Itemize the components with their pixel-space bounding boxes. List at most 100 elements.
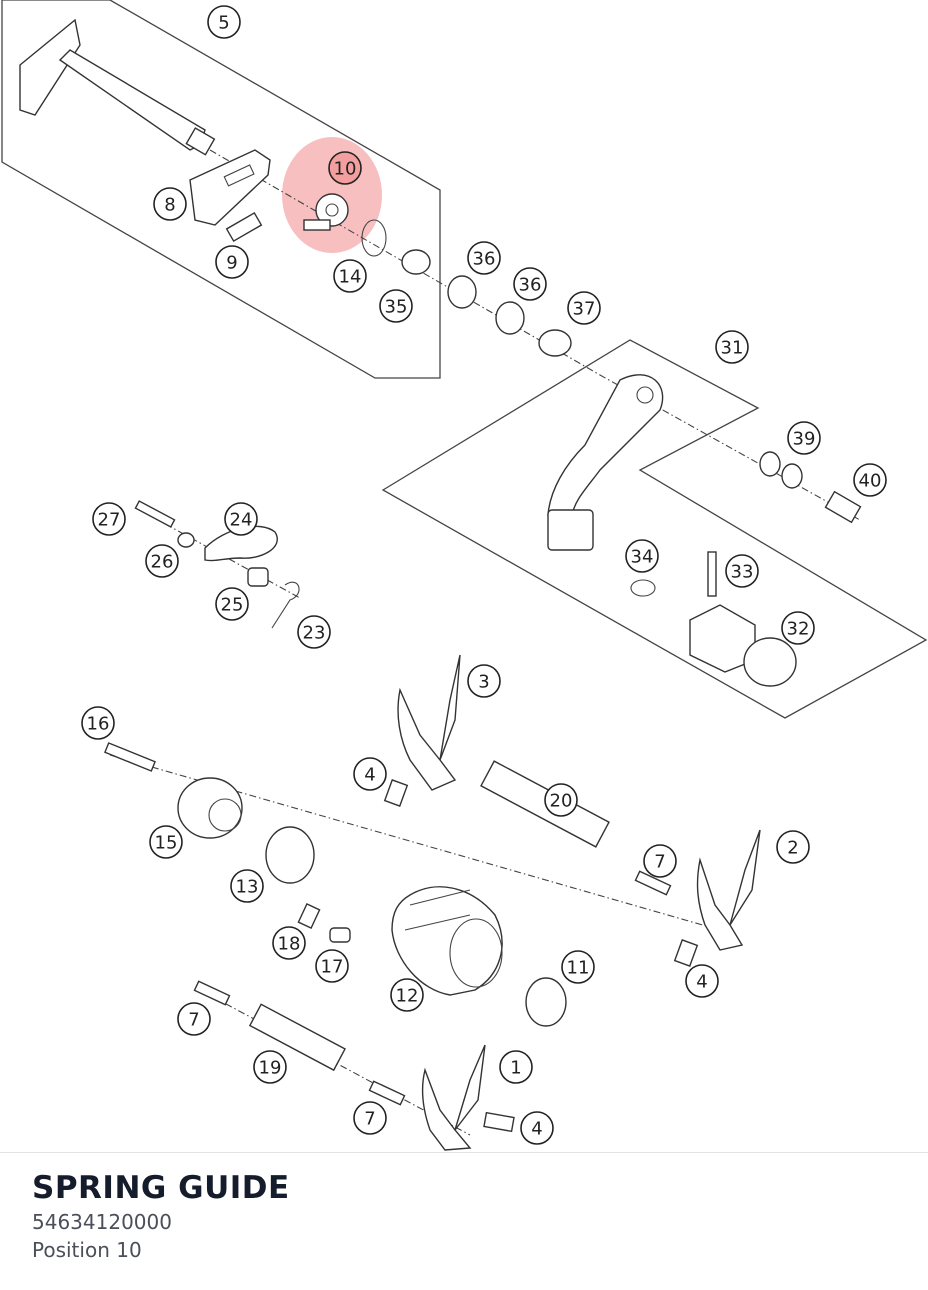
bushing-25 (247, 567, 269, 587)
washer-26 (177, 532, 195, 548)
callout-14[interactable]: 14 (333, 259, 367, 293)
callout-4[interactable]: 4 (520, 1111, 554, 1145)
footer-divider (0, 1152, 928, 1153)
callout-39[interactable]: 39 (787, 421, 821, 455)
callout-19[interactable]: 19 (253, 1050, 287, 1084)
spring-14 (361, 219, 387, 257)
callout-1[interactable]: 1 (499, 1050, 533, 1084)
callout-label: 5 (218, 13, 229, 34)
callout-label: 3 (478, 672, 489, 693)
callout-label: 14 (339, 267, 362, 288)
callout-25[interactable]: 25 (215, 587, 249, 621)
washer-39b (781, 463, 803, 489)
callout-label: 18 (278, 934, 301, 955)
callout-23[interactable]: 23 (297, 615, 331, 649)
bearing-36a (447, 275, 477, 309)
callout-label: 10 (334, 159, 357, 180)
callout-label: 37 (573, 299, 596, 320)
callout-37[interactable]: 37 (567, 291, 601, 325)
callout-7[interactable]: 7 (353, 1101, 387, 1135)
callout-26[interactable]: 26 (145, 544, 179, 578)
shift-lever (547, 374, 664, 551)
callout-34[interactable]: 34 (625, 539, 659, 573)
callout-4[interactable]: 4 (685, 964, 719, 998)
spring-7a (634, 870, 672, 896)
callout-label: 40 (859, 471, 882, 492)
shift-lever-frame (381, 339, 928, 719)
part-position: Position 10 (32, 1238, 142, 1262)
callout-label: 36 (473, 249, 496, 270)
callout-label: 25 (221, 595, 244, 616)
shift-pedal-tip (689, 604, 797, 687)
callout-20[interactable]: 20 (544, 783, 578, 817)
callout-9[interactable]: 9 (215, 245, 249, 279)
callout-label: 26 (151, 552, 174, 573)
callout-label: 24 (230, 510, 253, 531)
callout-label: 11 (567, 958, 590, 979)
callout-label: 27 (98, 510, 121, 531)
callout-label: 7 (188, 1010, 199, 1031)
callout-7[interactable]: 7 (177, 1002, 211, 1036)
callout-label: 7 (364, 1109, 375, 1130)
callout-13[interactable]: 13 (230, 869, 264, 903)
spring-23 (271, 581, 300, 629)
callout-label: 1 (510, 1058, 521, 1079)
callout-8[interactable]: 8 (153, 187, 187, 221)
bolt-16 (104, 742, 156, 772)
callout-label: 35 (385, 297, 408, 318)
shift-shaft (19, 18, 216, 156)
pin-33 (707, 551, 717, 597)
shift-drum-12 (391, 886, 503, 996)
callout-31[interactable]: 31 (715, 330, 749, 364)
pin-4a (383, 779, 409, 807)
spring-34 (630, 579, 656, 597)
callout-17[interactable]: 17 (315, 949, 349, 983)
callout-35[interactable]: 35 (379, 289, 413, 323)
callout-11[interactable]: 11 (561, 950, 595, 984)
callout-label: 4 (364, 765, 375, 786)
callout-2[interactable]: 2 (776, 830, 810, 864)
callout-label: 4 (696, 972, 707, 993)
shift-shaft-frame (1, 0, 441, 379)
bearing-36b (495, 301, 525, 335)
callout-32[interactable]: 32 (781, 611, 815, 645)
callout-33[interactable]: 33 (725, 554, 759, 588)
callout-12[interactable]: 12 (390, 978, 424, 1012)
part-title: SPRING GUIDE (32, 1170, 290, 1206)
callout-18[interactable]: 18 (272, 926, 306, 960)
washer-11 (525, 977, 567, 1027)
callout-10[interactable]: 10 (328, 151, 362, 185)
callout-4[interactable]: 4 (353, 757, 387, 791)
washer-13 (265, 826, 315, 884)
shift-plate (189, 149, 271, 226)
part-info: SPRING GUIDE 54634120000 Position 10 (32, 1168, 912, 1264)
callout-label: 12 (396, 986, 419, 1007)
shift-cam-15 (177, 777, 243, 839)
callout-36[interactable]: 36 (467, 241, 501, 275)
spring-7c (368, 1080, 406, 1106)
callout-label: 7 (654, 852, 665, 873)
callout-24[interactable]: 24 (224, 502, 258, 536)
callout-27[interactable]: 27 (92, 502, 126, 536)
callout-label: 13 (236, 877, 259, 898)
callout-15[interactable]: 15 (149, 825, 183, 859)
callout-label: 36 (519, 275, 542, 296)
callout-40[interactable]: 40 (853, 463, 887, 497)
pin-4b (673, 939, 699, 967)
callout-label: 8 (164, 195, 175, 216)
callout-label: 34 (631, 547, 654, 568)
callout-label: 31 (721, 338, 744, 359)
pin-17 (329, 927, 351, 943)
callout-5[interactable]: 5 (207, 5, 241, 39)
callout-3[interactable]: 3 (467, 664, 501, 698)
callout-label: 16 (87, 714, 110, 735)
pin-4c (483, 1111, 515, 1133)
callout-label: 39 (793, 429, 816, 450)
callout-16[interactable]: 16 (81, 706, 115, 740)
callout-label: 17 (321, 957, 344, 978)
callout-label: 23 (303, 623, 326, 644)
shift-fork-3 (397, 654, 461, 791)
callout-36[interactable]: 36 (513, 267, 547, 301)
callout-7[interactable]: 7 (643, 844, 677, 878)
